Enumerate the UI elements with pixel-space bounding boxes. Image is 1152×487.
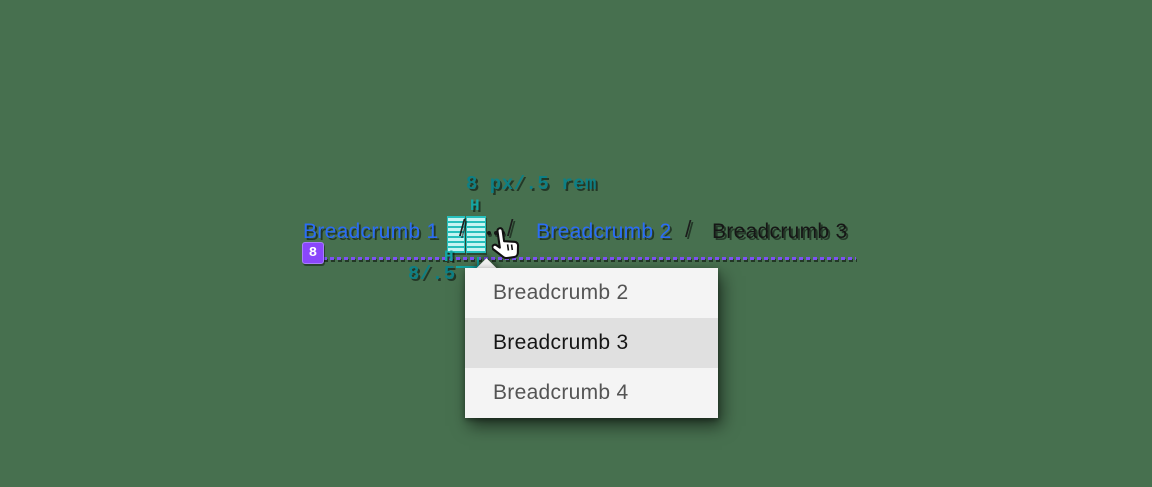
spacer-bar-right bbox=[466, 216, 486, 253]
spacing-token-badge: 8 bbox=[302, 242, 324, 264]
annotation-leader-line bbox=[477, 257, 479, 268]
breadcrumb-separator: / bbox=[507, 215, 514, 241]
hand-pointer-cursor-icon bbox=[489, 223, 527, 272]
menu-item-label: Breadcrumb 2 bbox=[493, 281, 629, 304]
menu-item-breadcrumb-2[interactable]: Breadcrumb 2 bbox=[465, 268, 718, 318]
spacing-token-badge-label: 8 bbox=[308, 245, 318, 261]
measurement-dashed-line bbox=[302, 257, 856, 260]
menu-item-label: Breadcrumb 4 bbox=[493, 381, 629, 404]
menu-item-breadcrumb-4[interactable]: Breadcrumb 4 bbox=[465, 368, 718, 418]
breadcrumb-separator: / bbox=[459, 215, 466, 241]
spacing-annotation-bottom: 8/.5 bbox=[408, 263, 456, 285]
breadcrumb-link-2[interactable]: Breadcrumb 2 bbox=[536, 220, 672, 243]
annotation-leader-line bbox=[456, 266, 480, 268]
spacing-annotation-top: 8 px/.5 rem bbox=[466, 173, 597, 195]
menu-item-breadcrumb-3[interactable]: Breadcrumb 3 bbox=[465, 318, 718, 368]
breadcrumb-separator: / bbox=[685, 216, 692, 242]
ellipsis-dot bbox=[487, 231, 491, 235]
menu-item-label: Breadcrumb 3 bbox=[493, 331, 629, 354]
breadcrumb-current-page: Breadcrumb 3 bbox=[712, 220, 848, 243]
spacer-end-marker-bottom: H bbox=[444, 248, 454, 266]
breadcrumb-link-1[interactable]: Breadcrumb 1 bbox=[303, 220, 439, 243]
ellipsis-dot bbox=[494, 231, 498, 235]
spacer-bar-left bbox=[447, 216, 465, 253]
overflow-menu: Breadcrumb 2 Breadcrumb 3 Breadcrumb 4 bbox=[465, 268, 718, 418]
spacer-end-marker-top: H bbox=[470, 197, 480, 215]
